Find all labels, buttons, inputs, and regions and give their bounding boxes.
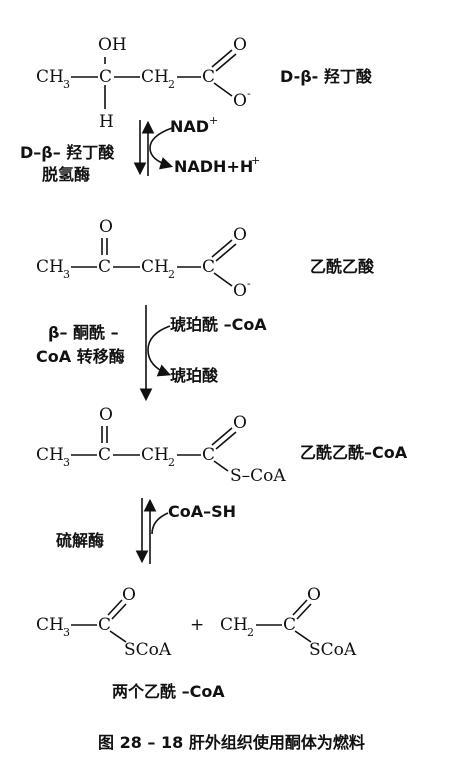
enzyme-label: β– 酮酰 – — [48, 323, 119, 342]
double-bond — [107, 599, 123, 616]
bond — [294, 630, 312, 643]
molecule-name: 乙酰乙酰–CoA — [300, 443, 408, 462]
carboxylate-oxygen-label: O — [233, 281, 247, 301]
carbon-label: C — [283, 615, 296, 635]
ch2-subscript: 2 — [168, 78, 175, 91]
molecule-hydroxybutyrate: OH CH 3 C H CH 2 C O O - D-β- 羟丁酸 — [36, 35, 373, 132]
cofactor-arc — [151, 512, 169, 535]
charge-minus: - — [247, 87, 251, 100]
double-bond — [292, 599, 308, 616]
ch2-label: CH — [141, 67, 169, 87]
double-bond — [111, 603, 127, 620]
ch2-subscript: 2 — [168, 268, 175, 281]
double-bond — [215, 53, 237, 72]
carboxyl-carbon-label: C — [202, 257, 215, 277]
reaction-step3: CoA–SH 硫解酶 — [56, 498, 236, 564]
keto-oxygen-label: O — [99, 405, 113, 425]
cofactor-in-charge: + — [209, 114, 218, 127]
cofactor-arc — [149, 127, 174, 170]
molecule-acetoacetyl-coa: O CH 3 C CH 2 C O S–CoA 乙酰乙酰–CoA — [36, 405, 408, 486]
double-bond — [296, 603, 312, 620]
ch3-subscript: 3 — [63, 456, 70, 469]
ch2-label: CH — [220, 615, 248, 635]
ch2-label: CH — [141, 257, 169, 277]
cofactor-arc — [147, 325, 171, 377]
double-bond — [215, 243, 237, 262]
molecule-acetyl-coa-2: CH 2 C O SCoA — [220, 585, 357, 660]
charge-minus: - — [247, 277, 251, 290]
cosubstrate-in-label: CoA–SH — [168, 502, 236, 521]
double-bond — [211, 49, 233, 68]
molecule-name: 乙酰乙酸 — [310, 257, 375, 276]
carbon-label: C — [99, 67, 112, 87]
cosubstrate-in-label: 琥珀酰 –CoA — [170, 315, 267, 334]
double-bond — [211, 427, 233, 446]
double-bond — [211, 239, 233, 258]
ch3-subscript: 3 — [63, 268, 70, 281]
ch2-label: CH — [141, 445, 169, 465]
keto-oxygen-label: O — [99, 217, 113, 237]
ch3-label: CH — [36, 257, 64, 277]
cofactor-out-label: NADH+H — [174, 157, 253, 176]
carbonyl-oxygen-label: O — [233, 35, 247, 55]
s-coa-label: S–CoA — [230, 466, 286, 486]
carbonyl-oxygen-label: O — [122, 585, 136, 605]
carbon-label: C — [98, 257, 111, 277]
carbonyl-oxygen-label: O — [307, 585, 321, 605]
carbon-label: C — [98, 615, 111, 635]
ch3-subscript: 3 — [63, 626, 70, 639]
ch3-label: CH — [36, 615, 64, 635]
ch3-label: CH — [36, 445, 64, 465]
molecule-acetoacetate: O CH 3 C CH 2 C O O - 乙酰乙酸 — [36, 217, 375, 301]
ch3-subscript: 3 — [63, 78, 70, 91]
reaction-step2: 琥珀酰 –CoA 琥珀酸 β– 酮酰 – CoA 转移酶 — [36, 305, 267, 402]
ch2-subscript: 2 — [247, 626, 254, 639]
bond — [213, 272, 233, 287]
carbonyl-oxygen-label: O — [233, 413, 247, 433]
cofactor-in-label: NAD — [170, 117, 209, 136]
hydrogen-label: H — [99, 112, 114, 132]
ch3-label: CH — [36, 67, 64, 87]
double-bond — [215, 431, 237, 450]
hydroxyl-label: OH — [98, 35, 127, 55]
reaction-step1: NAD + NADH+H + D–β– 羟丁酸 脱氢酶 — [20, 114, 260, 184]
bond — [213, 82, 233, 97]
cofactor-out-charge: + — [251, 154, 260, 167]
bond — [213, 460, 229, 472]
figure-caption: 图 28 – 18 肝外组织使用酮体为燃料 — [98, 733, 365, 752]
coproduct-out-label: 琥珀酸 — [170, 366, 219, 385]
product-label: 两个乙酰 –CoA — [112, 682, 225, 701]
molecule-name: D-β- 羟丁酸 — [280, 67, 373, 86]
carboxyl-carbon-label: C — [202, 67, 215, 87]
plus-sign: + — [190, 615, 204, 635]
enzyme-label: D–β– 羟丁酸 — [20, 143, 115, 162]
molecule-acetyl-coa-1: CH 3 C O SCoA — [36, 585, 172, 660]
enzyme-label-line2: 脱氢酶 — [42, 165, 90, 184]
ch2-subscript: 2 — [168, 456, 175, 469]
bond — [109, 630, 127, 643]
enzyme-label: 硫解酶 — [56, 531, 104, 550]
carboxylate-oxygen-label: O — [233, 91, 247, 111]
thioester-carbon-label: C — [202, 445, 215, 465]
s-coa-label: SCoA — [309, 640, 357, 660]
carbon-label: C — [98, 445, 111, 465]
s-coa-label: SCoA — [124, 640, 172, 660]
enzyme-label-line2: CoA 转移酶 — [36, 347, 125, 366]
carbonyl-oxygen-label: O — [233, 225, 247, 245]
